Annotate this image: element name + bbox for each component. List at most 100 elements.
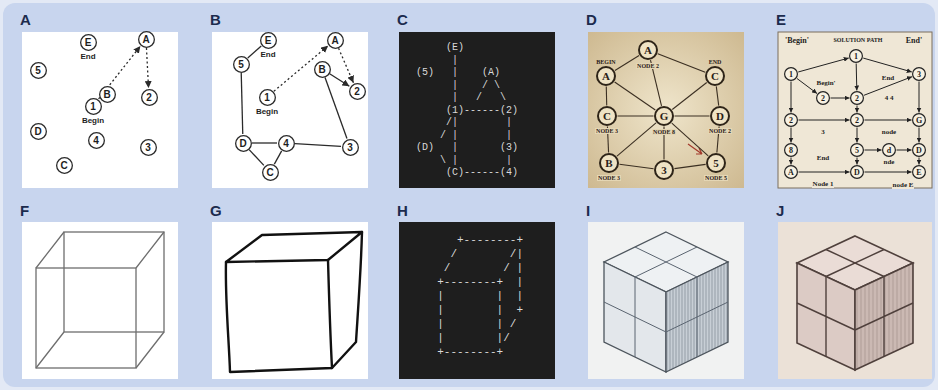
node-label: 1	[789, 70, 793, 79]
graph-edge	[798, 58, 849, 72]
ascii-art-line: (5) | (A)	[410, 67, 500, 79]
graph-node: C	[56, 157, 73, 174]
node-label: D	[916, 146, 922, 155]
node-label: A	[602, 70, 610, 82]
node-label: 5	[713, 157, 719, 169]
graph-edge	[672, 123, 708, 156]
graph-node: 3	[654, 160, 674, 180]
panel-letter: F	[20, 202, 29, 219]
ascii-art-line: | | +	[424, 304, 523, 317]
node-circle	[598, 107, 616, 125]
node-label: E	[916, 168, 921, 177]
graph-edge	[919, 128, 920, 143]
graph-node: C	[597, 106, 617, 126]
graph-edge	[249, 150, 264, 166]
annotation: End	[816, 154, 830, 162]
node-circle	[785, 166, 798, 179]
graph-edge	[863, 58, 912, 72]
node-circle	[817, 92, 830, 105]
panel-image	[22, 222, 178, 379]
ascii-art-line: / / |	[424, 262, 523, 275]
graph-node: 5	[850, 143, 864, 157]
annotation: End'	[905, 36, 923, 45]
node-caption: End	[80, 52, 95, 61]
cube-side	[332, 232, 362, 368]
node-label: A	[142, 34, 149, 45]
node-circle	[785, 144, 798, 157]
graph-edge	[857, 106, 858, 113]
panel-letter: J	[776, 202, 784, 219]
graph-node: 3	[140, 139, 157, 156]
graph-edge	[619, 164, 653, 168]
graph-edge	[274, 151, 281, 164]
node-circle	[278, 135, 294, 151]
paper-panel	[778, 32, 932, 188]
graph-node: 2	[784, 113, 798, 127]
graph-edge	[831, 98, 850, 99]
cube-back-face	[64, 232, 164, 332]
graph-edge	[865, 150, 882, 151]
graph-node: A	[784, 165, 798, 179]
annotation: SOLUTION PATH	[833, 37, 884, 43]
node-label: A	[644, 44, 652, 56]
graph-edge	[339, 48, 354, 82]
node-circle	[913, 68, 926, 81]
node-circle	[140, 139, 156, 155]
graph-edge	[617, 123, 656, 156]
graph-node: C	[262, 164, 279, 181]
node-label: 2	[855, 94, 859, 103]
ascii-art-line: | / \	[410, 80, 500, 92]
node-circle	[141, 89, 157, 105]
node-circle	[259, 89, 275, 105]
panel-letter: H	[397, 202, 408, 219]
node-circle	[349, 83, 365, 99]
ascii-art-line: (D) | (3)	[410, 142, 518, 154]
node-circle	[711, 107, 729, 125]
graph-edge	[675, 115, 710, 116]
node-circle	[913, 114, 926, 127]
node-label: d	[887, 146, 891, 155]
node-label: D	[854, 168, 860, 177]
graph-edge	[325, 77, 347, 138]
node-label: 3	[661, 164, 667, 176]
node-label: C	[603, 110, 611, 122]
graph-edge	[791, 128, 792, 143]
graph-edge	[799, 120, 850, 121]
node-caption: Begin	[82, 116, 104, 125]
panel-image	[212, 32, 368, 188]
node-label: 5	[238, 59, 244, 70]
graph-node: G	[912, 113, 926, 127]
graph-node: E	[912, 165, 926, 179]
annotation: End	[881, 74, 895, 82]
graph-node: D	[850, 165, 864, 179]
cube-subdivision	[797, 250, 913, 357]
node-label: 2	[821, 94, 825, 103]
ascii-art-line: \ | |	[410, 155, 512, 167]
node-circle	[851, 92, 864, 105]
graph-node: 4	[278, 135, 295, 152]
graph-node: D	[30, 123, 47, 140]
graph-node: EEnd	[80, 34, 97, 51]
panel-image	[778, 222, 932, 379]
graph-edge	[919, 82, 920, 113]
graph-node: BEGINA	[596, 66, 616, 86]
node-circle	[913, 166, 926, 179]
graph-node: ENDC	[705, 66, 725, 86]
cube-front-face	[36, 268, 136, 368]
ascii-art-line: | / \	[410, 92, 506, 104]
annotation: node E	[892, 181, 915, 189]
graph-node: 1	[849, 49, 863, 63]
node-caption: End	[260, 50, 275, 59]
graph-edge	[248, 46, 262, 58]
ascii-art-line: (C)------(4)	[410, 167, 518, 179]
ascii-art-line: /| |	[410, 117, 512, 129]
graph-edge	[295, 144, 341, 147]
paper-panel	[588, 32, 744, 188]
node-label: 3	[145, 142, 151, 153]
graph-edge	[791, 158, 792, 165]
node-circle	[342, 139, 358, 155]
node-circle	[913, 144, 926, 157]
node-circle	[233, 56, 249, 72]
